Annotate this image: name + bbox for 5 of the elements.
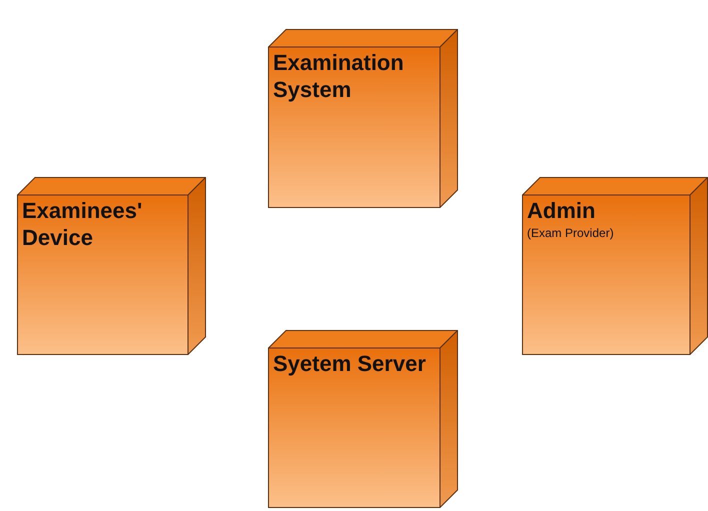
node-subtitle: (Exam Provider) [527,226,614,241]
node-title: Syetem Server [273,350,426,377]
node-title: Admin [527,197,596,224]
node-title: Examinees' Device [22,197,144,251]
node-title: Examination System [273,49,405,103]
